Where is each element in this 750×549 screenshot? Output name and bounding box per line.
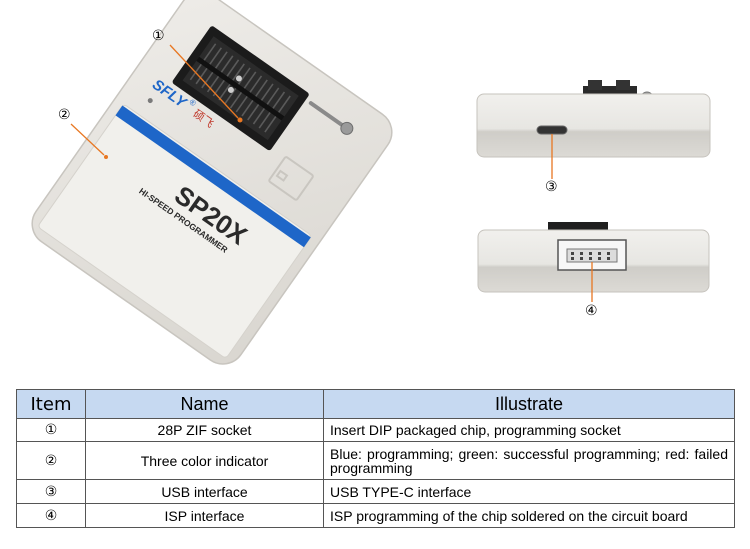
callout-3: ③: [545, 179, 558, 195]
chip-emboss: [268, 156, 314, 201]
row-name: ISP interface: [85, 503, 324, 528]
header-name: Name: [85, 389, 324, 419]
header-item: Item: [16, 389, 86, 419]
leader-line-1: [169, 44, 239, 119]
table-row: ③ USB interface USB TYPE-C interface: [16, 479, 735, 504]
row-item: ③: [16, 479, 86, 504]
blue-stripe: [115, 105, 311, 248]
label-panel: [38, 104, 311, 358]
socket-lever: [308, 101, 348, 130]
leader-line-2: [70, 123, 105, 156]
side-body-a: [476, 93, 711, 158]
row-illustrate: Insert DIP packaged chip, programming so…: [323, 418, 735, 442]
usb-c-port: [536, 125, 568, 135]
row-name: Three color indicator: [85, 441, 324, 480]
programmer-side-view-usb: [476, 80, 711, 179]
callout-2: ②: [58, 107, 71, 123]
row-illustrate: Blue: programming; green: successful pro…: [323, 441, 735, 480]
brand-registered: ®: [188, 97, 198, 108]
table-row: ② Three color indicator Blue: programmin…: [16, 441, 735, 480]
programmer-side-view-isp: [477, 222, 710, 302]
row-item: ①: [16, 418, 86, 442]
programmer-top-view: SFLY ® 硕飞 SP20X HI-SPEED PROGRAMMER: [31, 0, 393, 365]
row-illustrate: ISP programming of the chip soldered on …: [323, 503, 735, 528]
row-name: USB interface: [85, 479, 324, 504]
row-item: ②: [16, 441, 86, 480]
table-row: ④ ISP interface ISP programming of the c…: [16, 503, 735, 528]
table-row: ① 28P ZIF socket Insert DIP packaged chi…: [16, 418, 735, 442]
status-led: [147, 98, 153, 104]
callout-1: ①: [152, 28, 165, 44]
row-illustrate: USB TYPE-C interface: [323, 479, 735, 504]
header-illustrate: Illustrate: [323, 389, 735, 419]
spec-table: Item Name Illustrate ① 28P ZIF socket In…: [16, 389, 735, 528]
product-illustration: SFLY ® 硕飞 SP20X HI-SPEED PROGRAMMER: [31, 0, 711, 365]
device-drawing: SFLY ® 硕飞 SP20X HI-SPEED PROGRAMMER: [31, 0, 711, 365]
table-header-row: Item Name Illustrate: [16, 389, 735, 419]
zif-socket: [172, 26, 354, 151]
row-name: 28P ZIF socket: [85, 418, 324, 442]
callout-4: ④: [585, 303, 598, 319]
row-item: ④: [16, 503, 86, 528]
